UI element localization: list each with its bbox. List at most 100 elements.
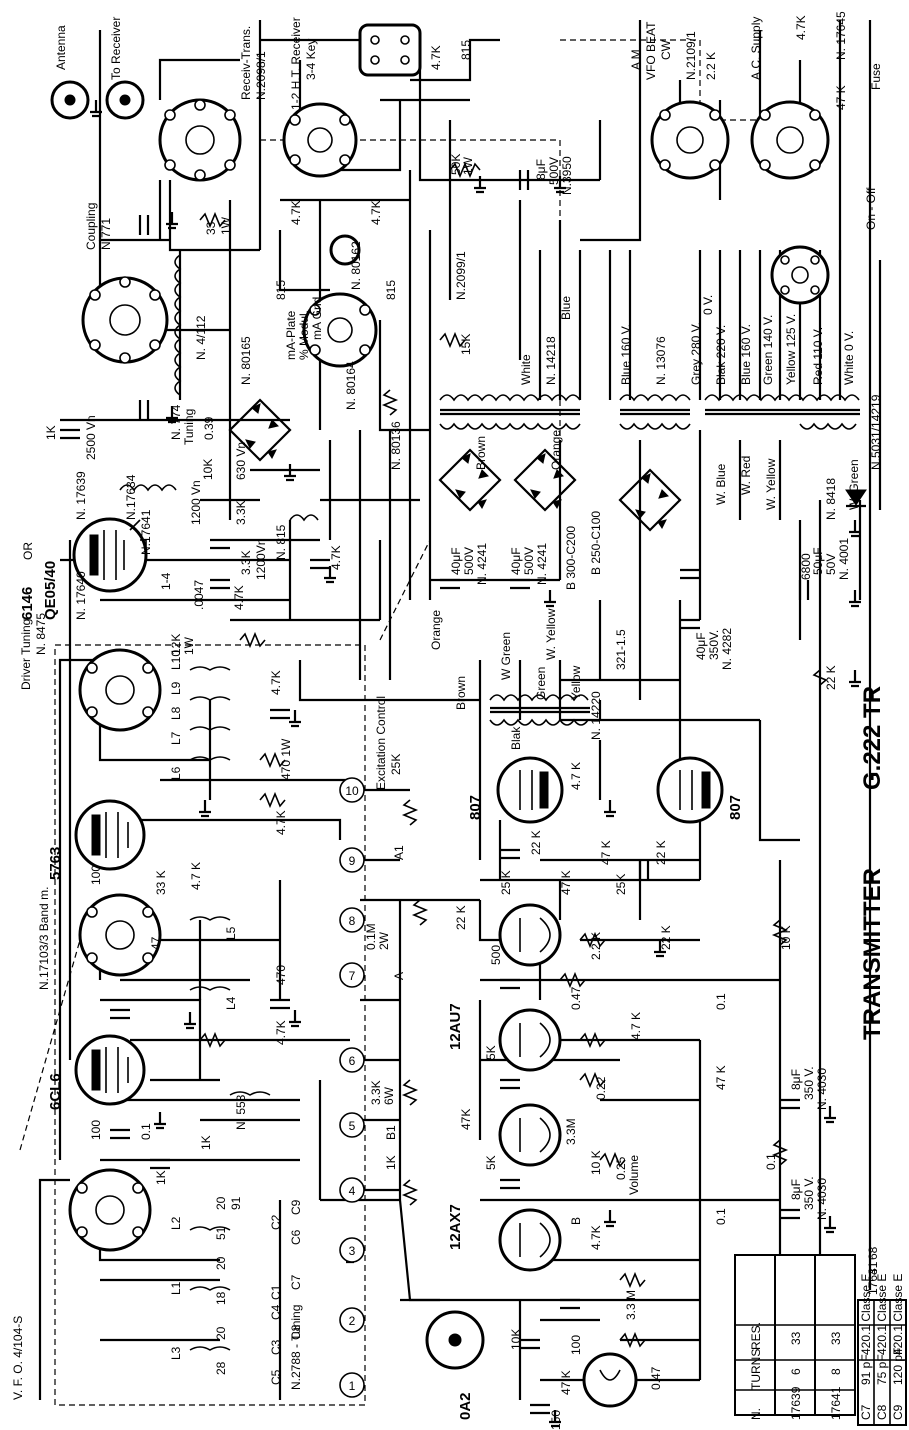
lbl-w-green2: W Green xyxy=(499,632,513,680)
cap-table-text: C7 91 pF 420.1 Classe E C8 75 pF 420.1 C… xyxy=(859,1274,905,1420)
lbl-025: 0.25 xyxy=(614,1156,628,1180)
lbl-brown: Brown xyxy=(474,436,488,470)
lbl-l2: L2 xyxy=(169,1216,183,1230)
lbl-40uf-b: 40μF xyxy=(509,547,523,575)
lbl-022: 0.22 xyxy=(594,1076,608,1100)
coil-table-r3-turns: 3 xyxy=(866,1268,880,1275)
coil-table-r1-turns: 6 xyxy=(789,1368,803,1375)
key-socket xyxy=(358,23,422,77)
lbl-47: 47 xyxy=(149,936,163,950)
lbl-l10: L10 xyxy=(169,650,183,670)
terminal-5: 5 xyxy=(339,1112,365,1138)
lbl-22k-b: 22 K xyxy=(454,905,468,930)
lbl-c1: C1 xyxy=(269,1284,283,1300)
lbl-2w: 2W xyxy=(377,931,391,950)
switch-band-m xyxy=(78,893,162,977)
lbl-pct-modul: % Modul. xyxy=(297,310,311,360)
lbl-n2788: N.2788 - Tuning xyxy=(289,1305,303,1390)
lbl-350v-b: 350 V. xyxy=(802,1066,816,1100)
lbl-047: 0.47 xyxy=(569,986,583,1010)
tube-label-12ax7: 12AX7 xyxy=(447,1204,464,1250)
lbl-350v: 350V. xyxy=(707,630,721,660)
tube-6146 xyxy=(72,517,148,593)
tube-label-6cl6: 6CL6 xyxy=(47,1073,64,1110)
lbl-tuning: Tuning xyxy=(182,409,196,445)
choke-17634 xyxy=(119,484,177,492)
lbl-20a: 20 xyxy=(214,1196,228,1210)
lbl-n8475: N. 8475 xyxy=(34,613,48,655)
lbl-12k: 12K xyxy=(169,634,183,655)
lbl-1k-r: 1K xyxy=(384,1155,398,1170)
lbl-n815: N. 815 xyxy=(274,524,288,560)
lbl-20b: 20 xyxy=(214,1256,228,1270)
lbl-4-7k-tube: 4.7 K xyxy=(569,762,583,790)
rectifier-80165 xyxy=(228,398,292,462)
terminal-5-label: 5 xyxy=(349,1119,356,1133)
lbl-n80164: N. 80164 xyxy=(344,361,358,410)
cap-table-c7-val: 91 pF xyxy=(859,1354,873,1385)
antenna-connector xyxy=(50,80,90,120)
lbl-47k-top: 4.7K xyxy=(794,15,808,40)
lbl-c3: C3 xyxy=(269,1339,283,1355)
rectifier-c xyxy=(618,468,682,532)
cap-table-c9: C9 xyxy=(891,1404,905,1420)
lbl-blak220: Blak 220 V. xyxy=(714,325,728,385)
lbl-500v: 500V xyxy=(547,157,561,185)
lbl-n17634: N.17634 xyxy=(124,474,138,520)
lbl-47k-d: 47K xyxy=(459,1109,473,1130)
lbl-47k-k: 4.7K xyxy=(429,45,443,70)
lbl-3-3k-c: 3.3K xyxy=(239,550,253,575)
lbl-50uf: 50μF xyxy=(811,547,825,575)
lbl-1k-c: 1K xyxy=(154,1170,168,1185)
lbl-2500vn: 2500 Vn xyxy=(84,415,98,460)
lbl-c5: C5 xyxy=(269,1369,283,1385)
lbl-n80136: N. 80136 xyxy=(389,421,403,470)
lbl-10k: 10K xyxy=(201,459,215,480)
lbl-w-red: W. Red xyxy=(739,456,753,495)
terminal-6-label: 6 xyxy=(349,1054,356,1068)
lbl-a1: A1 xyxy=(392,845,406,860)
lbl-100: 100 xyxy=(89,865,103,885)
tube-6cl6 xyxy=(74,1034,146,1106)
lbl-n4282: N. 4282 xyxy=(720,628,734,670)
rectifier-b xyxy=(513,448,577,512)
lbl-orange2: Orange xyxy=(429,610,443,650)
lbl-c9: C9 xyxy=(289,1199,303,1215)
lbl-0047: .0047 xyxy=(192,580,206,610)
lbl-b: B xyxy=(569,1217,583,1225)
voltage-selector xyxy=(770,245,830,305)
coil-table-header-n: N. xyxy=(749,1408,763,1420)
lbl-815a: 815 xyxy=(274,280,288,300)
lbl-91: 91 xyxy=(229,1196,243,1210)
coil-table-r3-n: 17641 xyxy=(866,1261,880,1295)
coil-l-series xyxy=(189,666,271,1351)
lbl-10k-c: 10 K xyxy=(589,1150,603,1175)
switch-supply xyxy=(750,100,830,180)
lbl-47k-p: 4.7 K xyxy=(629,1012,643,1040)
lbl-0v: 0 V. xyxy=(701,295,715,315)
terminal-3-label: 3 xyxy=(349,1244,356,1258)
lbl-22k-e: 22 K xyxy=(654,840,668,865)
lbl-500v-a: 500V xyxy=(462,547,476,575)
cap-table-c8-class: 420.1 Classe E xyxy=(875,1274,889,1355)
lbl-47k-m: 4.7K xyxy=(274,810,288,835)
shield-boundary xyxy=(54,644,366,1406)
lbl-white: White xyxy=(519,354,533,385)
lbl-1200-vn: 1200 Vn xyxy=(189,480,203,525)
lbl-receiv-trans: Receiv-Trans. xyxy=(239,26,253,100)
terminal-7-label: 7 xyxy=(349,969,356,983)
lbl-driver-tuning: Driver Tuning xyxy=(19,619,33,690)
lbl-47k-l: 4.7K xyxy=(269,670,283,695)
lbl-8uf-b: 8μF xyxy=(789,1069,803,1090)
lbl-a: A xyxy=(392,972,406,980)
tube-label-or: OR xyxy=(21,542,35,560)
lbl-l7: L7 xyxy=(169,731,183,745)
lbl-6800: 6800 xyxy=(799,553,813,580)
diode-8418 xyxy=(845,489,867,508)
lbl-n4-112: N. 4/112 xyxy=(194,315,208,360)
lbl-brown2: Brown xyxy=(454,676,468,710)
lbl-50k-w: 1W xyxy=(461,156,475,175)
lbl-n17103: N.17103/3 Band m. xyxy=(37,887,51,990)
rectifier-a xyxy=(438,448,502,512)
lbl-3-3k-r: 3.3K xyxy=(234,500,248,525)
